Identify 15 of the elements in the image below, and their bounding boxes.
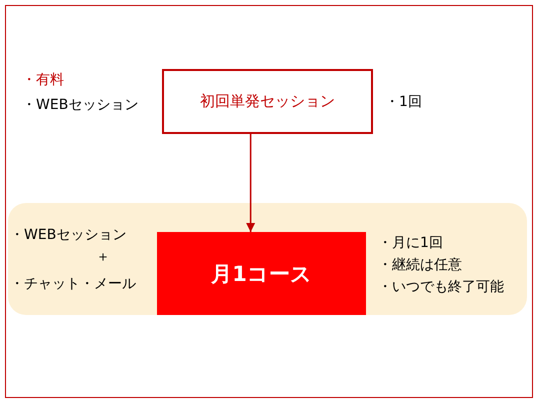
course-box — [157, 232, 366, 315]
note-text: ・1回 — [385, 92, 422, 110]
band-text: ・WEBセッション — [10, 226, 126, 244]
note-text: ・WEBセッション — [22, 96, 138, 114]
session-box — [162, 69, 373, 134]
band-text: ・いつでも終了可能 — [378, 278, 504, 296]
band-text: ・チャット・メール — [10, 275, 136, 293]
note-text: ・有料 — [22, 71, 64, 89]
node-text: 初回単発セッション — [200, 92, 335, 111]
arrow — [246, 134, 256, 232]
course-band — [8, 203, 527, 315]
node-text: 月1コース — [211, 260, 312, 288]
band-text: ・継続は任意 — [378, 256, 462, 274]
band-text: ＋ — [96, 248, 110, 266]
band-text: ・月に1回 — [378, 234, 443, 252]
